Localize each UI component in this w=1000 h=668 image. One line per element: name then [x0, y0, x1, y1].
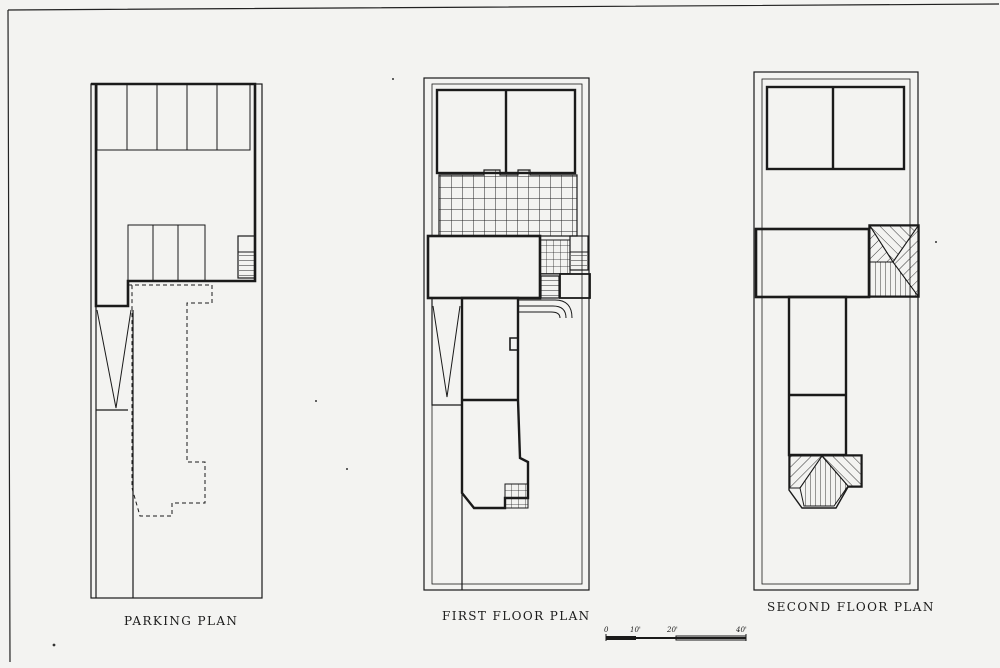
scale-bar	[605, 634, 747, 641]
hip-roof-d	[892, 224, 919, 298]
first-floor-plan	[423, 77, 591, 591]
lower-wing	[460, 296, 530, 510]
parking-stalls-mid	[127, 224, 206, 282]
sheet-border	[7, 3, 1000, 663]
scale-tick-20: 20'	[666, 626, 678, 634]
main-building	[754, 227, 871, 299]
landing	[559, 273, 591, 299]
paper-specks	[52, 78, 937, 647]
stair-2	[540, 275, 560, 299]
lot-outline	[753, 71, 919, 591]
parking-plan	[90, 82, 263, 599]
lot-inner	[761, 78, 911, 585]
lower-grid	[504, 483, 529, 509]
wing	[787, 295, 848, 457]
second-floor-plan-label: SECOND FLOOR PLAN	[767, 600, 935, 614]
patio-grid	[438, 169, 578, 241]
roof-bottom	[788, 454, 863, 509]
scale-tick-0: 0	[604, 626, 609, 634]
second-floor-plan	[753, 71, 920, 591]
scale-tick-40: 40'	[735, 626, 747, 634]
stall-dividers-top	[126, 84, 218, 150]
main-building	[426, 234, 542, 300]
parking-stalls-top	[96, 83, 251, 151]
driveway	[431, 298, 463, 590]
driveway-wall	[95, 306, 134, 598]
upper-units	[765, 85, 906, 171]
parking-lot-outline	[90, 83, 263, 599]
hip-roof-right	[868, 224, 920, 298]
upper-building-walls	[91, 82, 257, 308]
building-outline-above	[128, 284, 213, 517]
ramp-x-1	[432, 305, 461, 398]
curved-walk	[518, 299, 573, 319]
bay-window	[509, 332, 519, 356]
lot-outline	[423, 77, 590, 591]
stair	[237, 235, 256, 279]
ramp-x	[96, 309, 132, 409]
parking-plan-label: PARKING PLAN	[124, 614, 238, 628]
stair-treads	[239, 252, 254, 277]
scale-tick-10: 10'	[630, 626, 641, 634]
stair-1-treads	[571, 252, 587, 269]
first-floor-plan-label: FIRST FLOOR PLAN	[442, 609, 591, 623]
stall-dividers-mid	[152, 225, 179, 281]
corridor-grid	[539, 239, 571, 275]
roof-bottom-mid	[799, 455, 849, 507]
